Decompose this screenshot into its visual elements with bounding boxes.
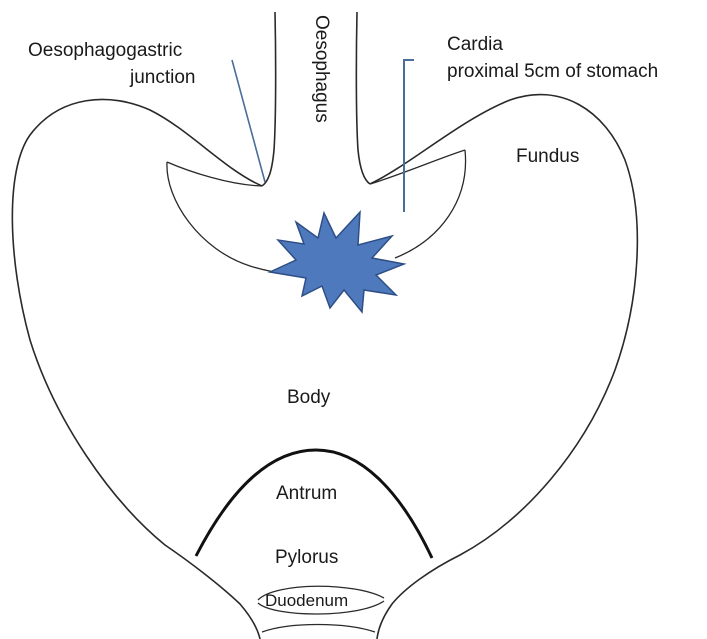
label-cardia-definition: proximal 5cm of stomach <box>447 61 658 82</box>
label-oesophagus: Oesophagus <box>311 15 332 123</box>
junction-line-left <box>167 162 262 186</box>
cardia-leader-line <box>404 60 414 212</box>
label-body: Body <box>287 387 331 408</box>
stomach-outer-outline-right <box>370 95 637 639</box>
label-pylorus: Pylorus <box>275 547 338 568</box>
label-antrum: Antrum <box>276 483 337 504</box>
label-oesophagogastric-junction-line2: junction <box>129 67 196 88</box>
oesophagus-right-wall <box>356 12 370 184</box>
oesophagus-left-wall <box>262 12 276 186</box>
label-cardia: Cardia <box>447 34 503 55</box>
antrum-arc <box>196 450 432 558</box>
label-duodenum: Duodenum <box>265 591 348 610</box>
cardia-boundary-right <box>395 150 466 258</box>
label-fundus: Fundus <box>516 146 579 167</box>
junction-leader-line <box>232 60 265 182</box>
label-oesophagogastric-junction-line1: Oesophagogastric <box>28 40 182 61</box>
duodenum-bottom-ring <box>262 625 375 633</box>
tumour-star <box>270 212 404 312</box>
